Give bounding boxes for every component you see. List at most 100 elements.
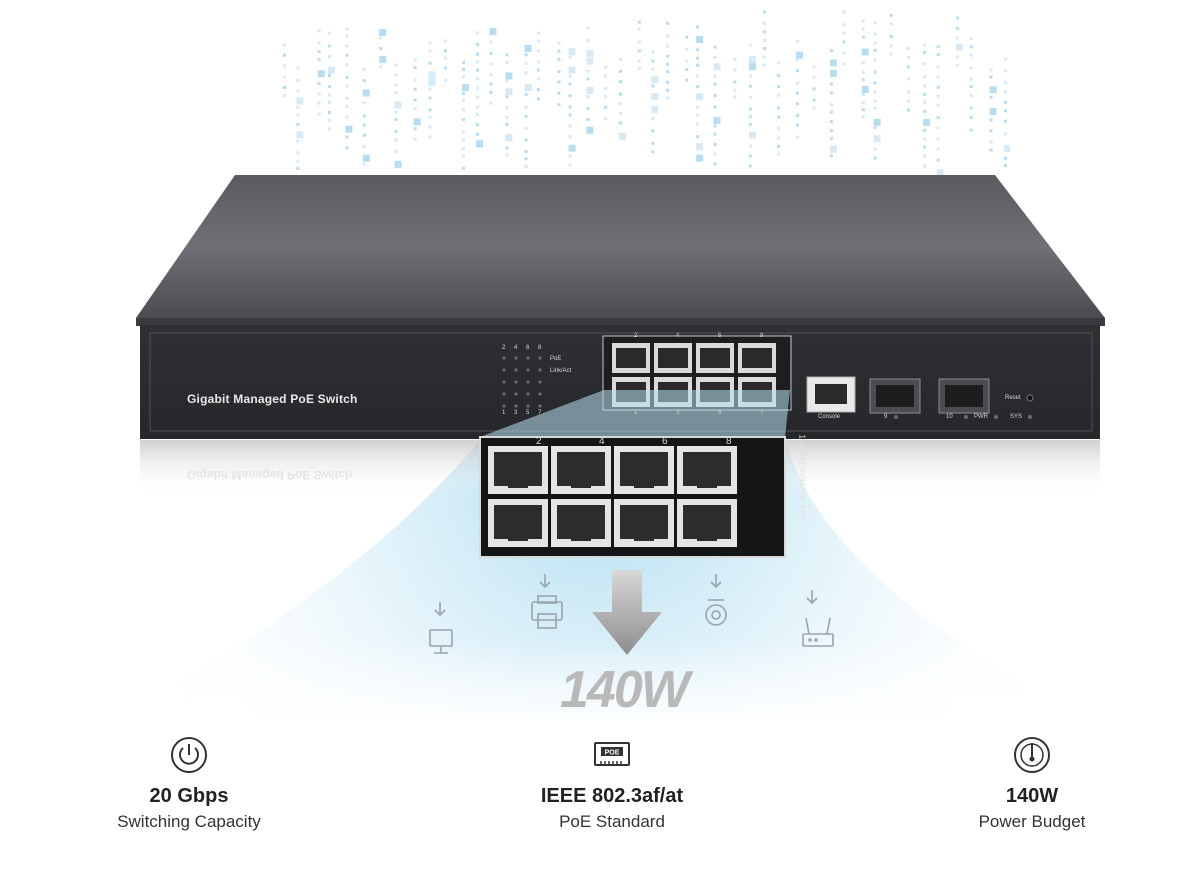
rain-dot	[505, 146, 509, 150]
zoom-rj45-tab	[697, 482, 717, 488]
rain-dot	[524, 71, 528, 75]
rain-dot	[524, 92, 528, 96]
rain-dot	[505, 106, 509, 109]
rain-dot	[666, 88, 670, 92]
rain-dot	[317, 112, 321, 116]
rain-dot	[829, 145, 837, 153]
rain-dot	[861, 86, 869, 93]
rain-dot	[696, 56, 700, 60]
rain-dot	[476, 76, 479, 80]
rain-dot	[685, 59, 689, 63]
rain-dot	[462, 84, 469, 92]
rain-dot	[796, 51, 803, 59]
rain-dot	[524, 126, 528, 130]
rain-dot	[394, 117, 398, 121]
rain-dot	[989, 86, 997, 94]
rain-dot	[696, 135, 700, 139]
rain-dot	[989, 68, 993, 72]
rain-dot	[936, 126, 940, 130]
feature-power-budget: 140W Power Budget	[882, 735, 1182, 835]
rain-dot	[505, 115, 509, 119]
rain-dot	[476, 123, 479, 127]
rain-dot	[889, 22, 893, 26]
rain-dot	[713, 82, 717, 86]
rain-dot	[713, 143, 717, 146]
rain-dot	[362, 101, 366, 105]
rain-dot	[829, 69, 837, 77]
rain-dot	[796, 135, 799, 139]
rain-dot	[923, 109, 927, 113]
rain-dot	[413, 78, 417, 82]
rain-dot	[748, 123, 752, 127]
rain-dot	[936, 94, 940, 98]
led-top-number-4: 4	[514, 345, 518, 351]
rain-dot	[829, 110, 833, 114]
led-dot	[514, 380, 518, 384]
rain-dot	[394, 150, 398, 154]
rain-dot	[557, 57, 561, 61]
rain-dot	[861, 61, 865, 64]
rain-dot	[345, 115, 349, 119]
rain-dot	[812, 106, 816, 110]
rain-dot	[829, 103, 833, 107]
rain-dot	[1004, 145, 1010, 152]
rain-dot	[444, 66, 447, 70]
rain-dot	[328, 127, 331, 131]
rain-dot	[462, 108, 465, 112]
rain-dot	[748, 84, 752, 88]
led-bottom-number-3: 3	[514, 410, 518, 416]
rain-dot	[873, 99, 877, 103]
port-number-3: 3	[676, 410, 680, 416]
rain-dot	[444, 56, 447, 60]
sfp-label-9: 9	[884, 414, 888, 420]
zoom-rj45-tab	[634, 482, 654, 488]
rain-dot	[796, 102, 799, 106]
rain-dot	[476, 31, 479, 35]
rain-dot	[394, 138, 398, 142]
gauge-icon	[1014, 737, 1050, 773]
rain-dot	[489, 28, 497, 36]
rain-dot	[317, 70, 325, 78]
rain-dot	[345, 125, 353, 133]
rain-dot	[713, 124, 717, 128]
rain-dot	[873, 90, 877, 94]
rain-dot	[428, 96, 432, 100]
led-dot	[538, 368, 542, 372]
rain-dot	[619, 121, 622, 125]
rain-dot	[296, 66, 300, 70]
rain-dot	[873, 32, 877, 36]
rain-dot	[428, 115, 432, 119]
rain-dot	[713, 45, 717, 49]
rain-dot	[317, 92, 321, 96]
rain-dot	[524, 84, 532, 91]
rain-dot	[413, 118, 421, 126]
rain-dot	[651, 93, 659, 100]
led-dot	[526, 356, 530, 360]
rain-dot	[696, 105, 700, 109]
rain-dot	[345, 135, 349, 139]
rain-dot	[829, 129, 833, 132]
rain-dot	[829, 49, 833, 53]
led-indicators	[502, 356, 542, 408]
rain-dot	[796, 123, 799, 127]
rain-dot	[568, 154, 572, 158]
rain-dot	[362, 114, 366, 118]
svg-text:POE: POE	[605, 750, 620, 757]
rain-dot	[861, 70, 865, 74]
rain-dot	[568, 113, 572, 117]
rain-dot	[536, 97, 540, 101]
rain-dot	[796, 69, 799, 73]
rain-dot	[586, 126, 594, 134]
rain-dot	[907, 90, 910, 94]
rain-dot	[536, 49, 540, 53]
rain-dot	[1004, 100, 1007, 104]
sfp-label-10: 10	[946, 414, 953, 420]
rain-dot	[328, 74, 331, 77]
rain-dot	[651, 59, 655, 63]
rain-dot	[989, 75, 993, 79]
rain-dot	[428, 49, 432, 53]
rain-dot	[666, 34, 670, 38]
led-dot	[514, 356, 518, 360]
rain-dot	[829, 59, 837, 67]
rain-dot	[328, 55, 331, 59]
